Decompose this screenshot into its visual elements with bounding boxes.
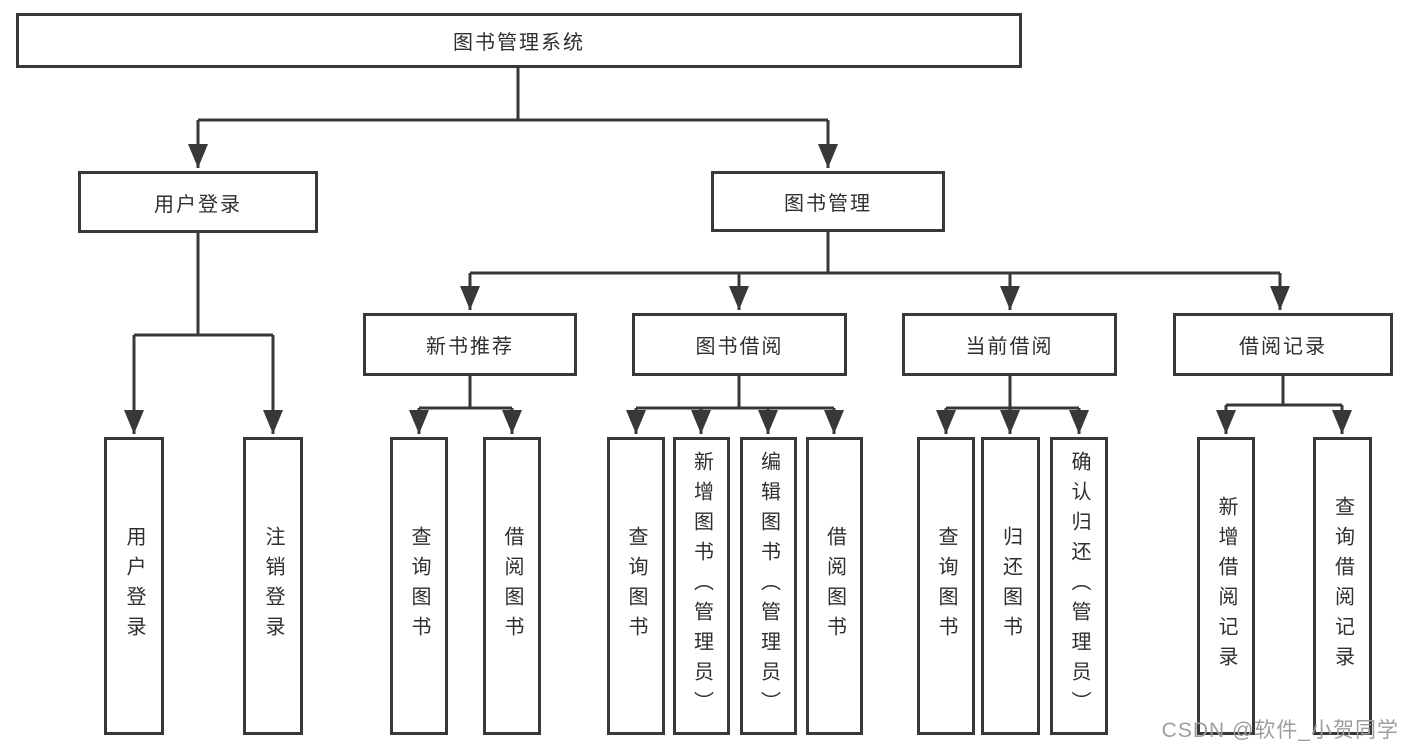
node-book-borrow: 图书借阅 [632,313,847,376]
node-label: 用户登录 [154,193,242,216]
node-user-login: 用户登录 [78,171,318,233]
leaf-query-books-borrow: 查询图书 [607,437,665,735]
node-label: 归还图书 [999,526,1022,646]
node-label: 用户登录 [123,526,145,646]
node-label: 查询图书 [408,526,430,646]
wire-current-borrow-children [936,376,1089,434]
leaf-query-borrow-record: 查询借阅记录 [1313,437,1372,735]
node-label: 编辑图书（管理员） [757,451,780,721]
node-borrow-records: 借阅记录 [1173,313,1393,376]
wire-borrow-record-children [1216,376,1352,434]
leaf-user-login: 用户登录 [104,437,164,735]
leaf-add-borrow-record: 新增借阅记录 [1197,437,1255,735]
node-label: 借阅记录 [1239,336,1327,358]
node-label: 新增借阅记录 [1215,496,1237,676]
node-label: 注销登录 [262,526,284,646]
node-label: 新书推荐 [426,336,514,358]
wire-root-to-level2 [188,68,838,168]
leaf-query-books-current: 查询图书 [917,437,975,735]
leaf-borrow-books: 借阅图书 [806,437,863,735]
wire-new-book-children [409,376,522,434]
leaf-query-books-recommend: 查询图书 [390,437,448,735]
leaf-borrow-books-recommend: 借阅图书 [483,437,541,735]
node-label: 新增图书（管理员） [690,451,713,721]
node-book-management: 图书管理 [711,171,945,232]
node-label: 图书借阅 [695,336,784,358]
node-label: 借阅图书 [823,526,846,646]
csdn-watermark: CSDN @软件_小贺同学 [1161,719,1399,742]
node-label: 查询图书 [625,526,647,646]
wire-book-mgmt-children [460,232,1290,310]
leaf-logout-login: 注销登录 [243,437,303,735]
node-label: 图书管理系统 [453,32,585,54]
node-root-system: 图书管理系统 [16,13,1022,68]
node-label: 借阅图书 [501,526,523,646]
leaf-add-books-admin: 新增图书（管理员） [673,437,730,735]
wire-book-borrow-children [626,376,844,434]
node-label: 当前借阅 [965,336,1054,358]
node-new-book-recommend: 新书推荐 [363,313,577,376]
node-label: 查询图书 [935,526,957,646]
leaf-return-books: 归还图书 [981,437,1040,735]
node-label: 图书管理 [784,193,872,215]
leaf-edit-books-admin: 编辑图书（管理员） [740,437,797,735]
leaf-confirm-return-admin: 确认归还（管理员） [1050,437,1108,735]
node-label: 确认归还（管理员） [1068,451,1090,721]
node-current-borrow: 当前借阅 [902,313,1117,376]
node-label: 查询借阅记录 [1331,496,1354,676]
wire-user-login-children [124,233,283,434]
